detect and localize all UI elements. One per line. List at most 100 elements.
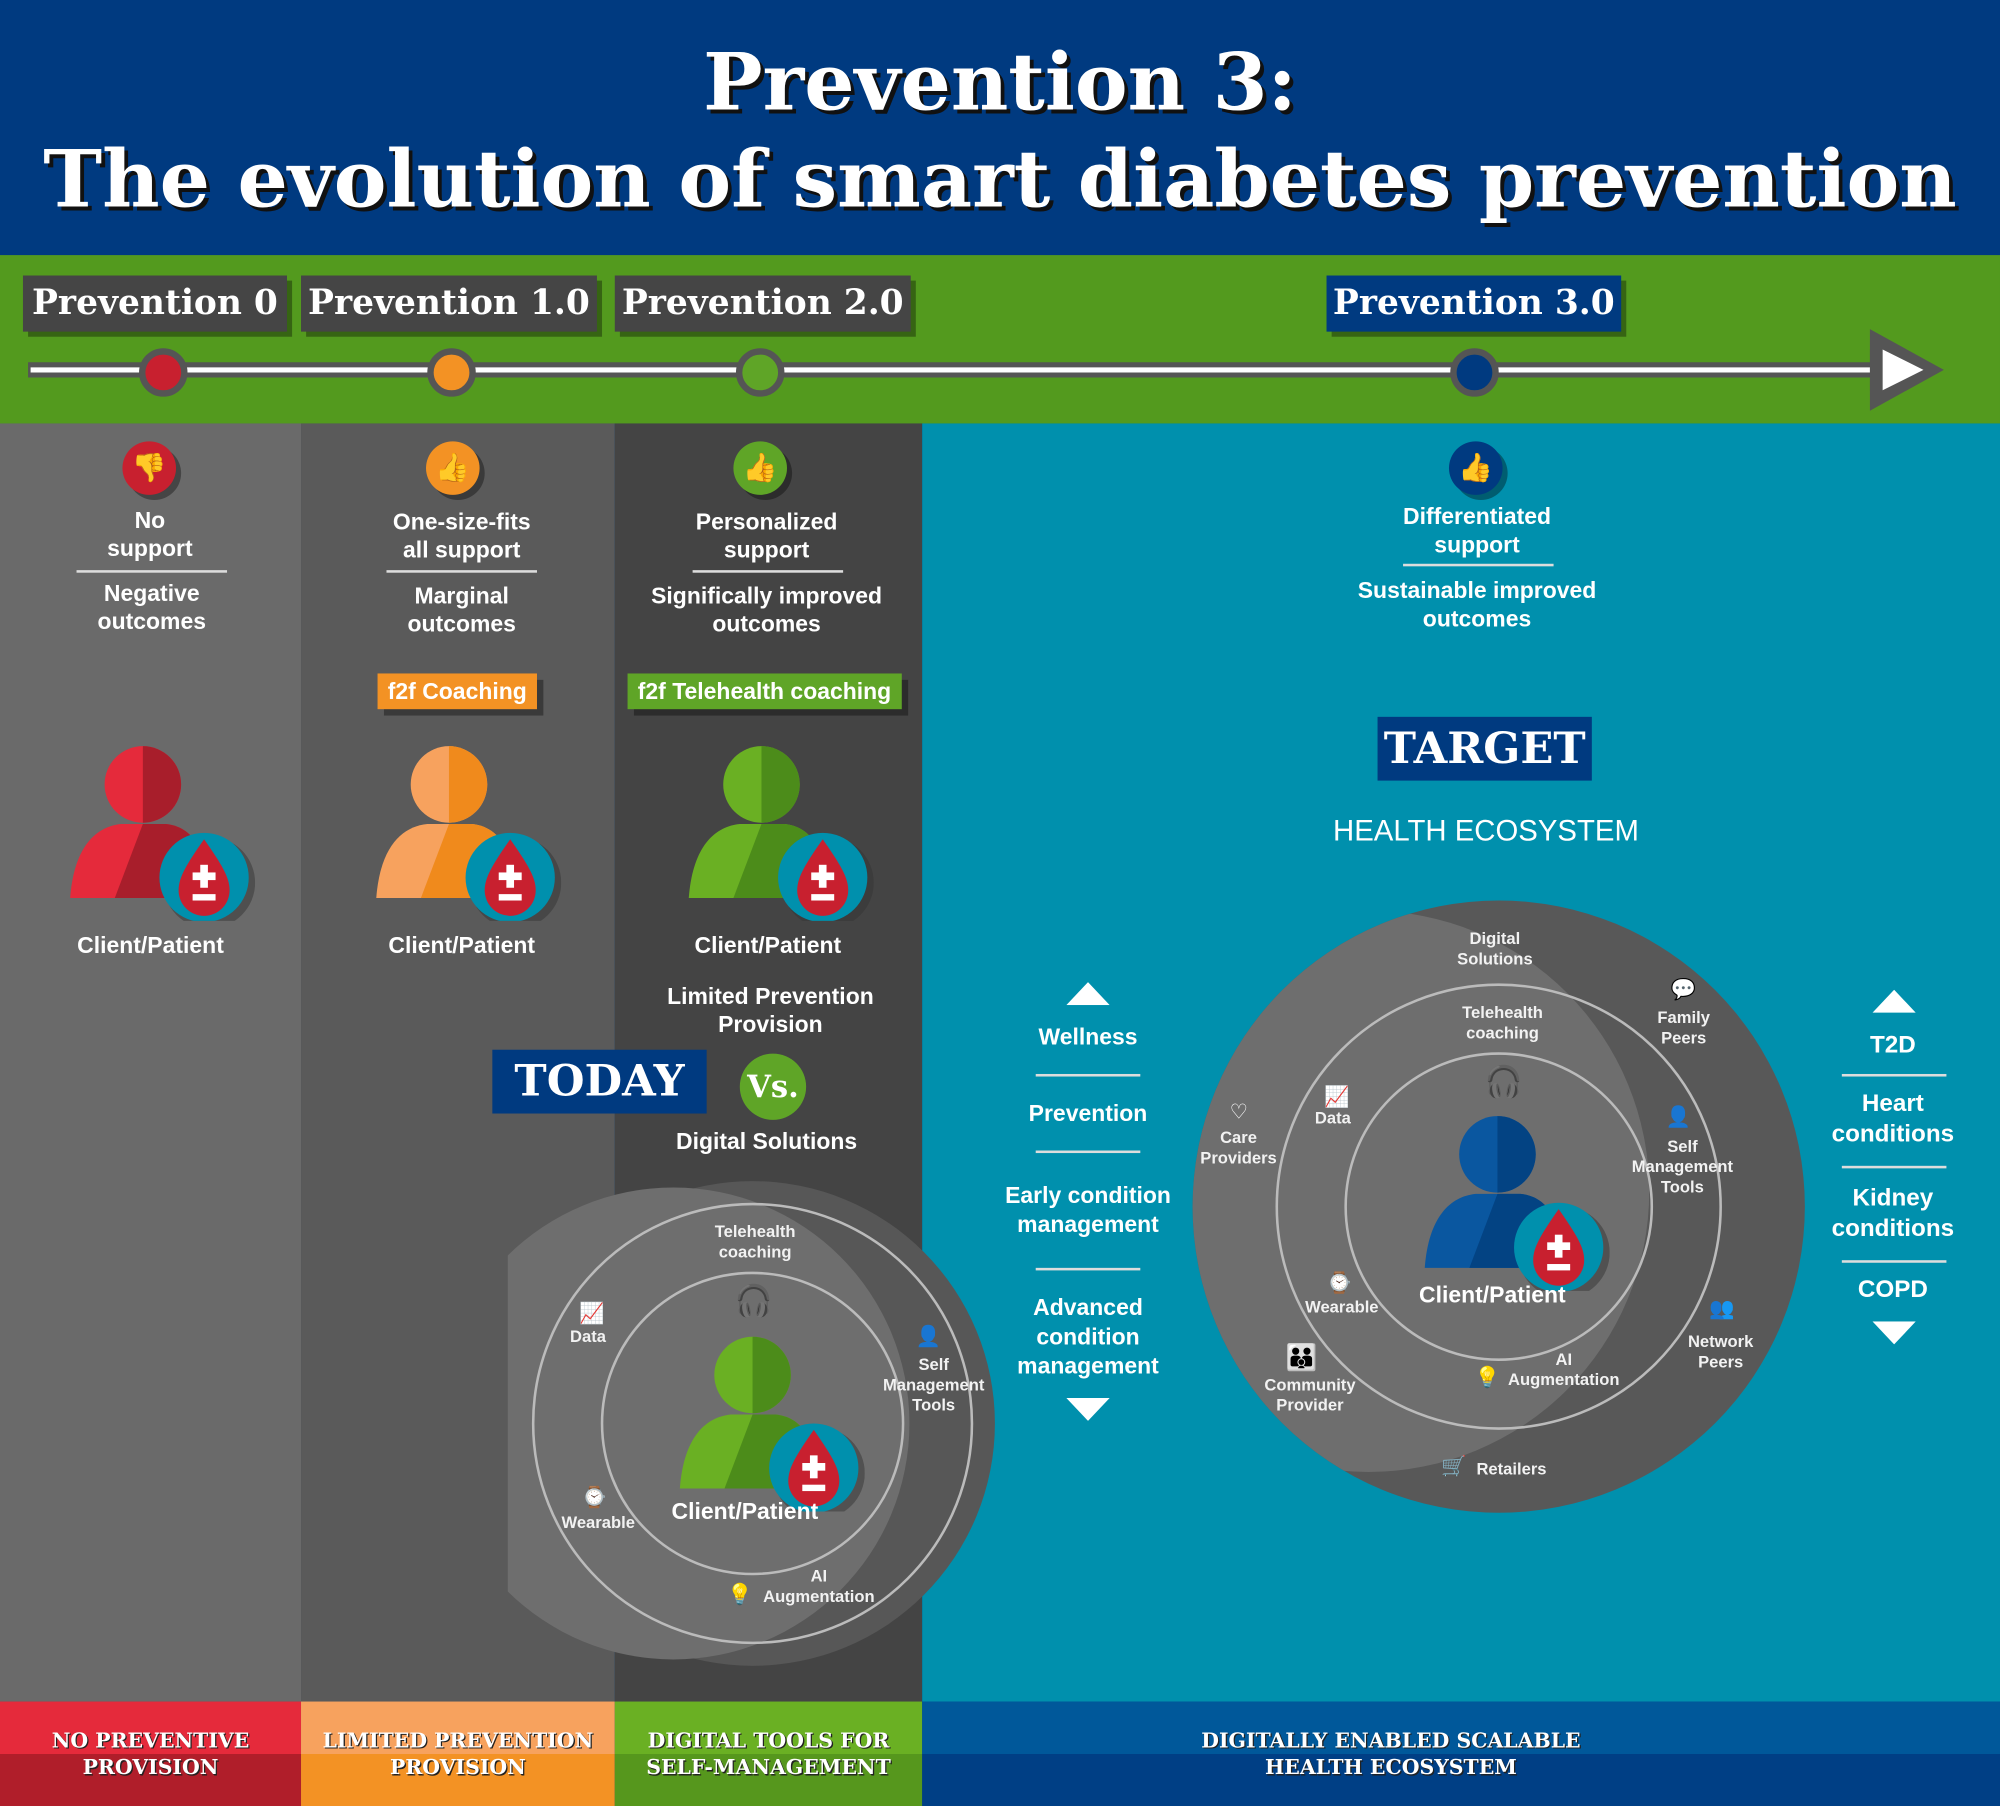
continuum-item: Advanced condition management <box>1017 1294 1159 1379</box>
outcome-2: Significally improved outcomes <box>651 582 883 637</box>
arrow-up-icon <box>1872 989 1916 1013</box>
thumbs-down-icon: 👎 <box>122 441 177 495</box>
wearable-icon: ⌚ <box>581 1487 608 1509</box>
divider <box>1035 1267 1141 1271</box>
continuum-item: Wellness <box>1038 1024 1138 1050</box>
bottom-label-3: DIGITALLY ENABLED SCALABLE HEALTH ECOSYS… <box>922 1701 2000 1806</box>
target-digital: Digital Solutions <box>1457 928 1533 969</box>
timeline-dot-2 <box>735 348 785 397</box>
lightbulb-icon: 💡 <box>727 1584 753 1606</box>
data-chart-icon: 📈 <box>1323 1086 1350 1109</box>
support-2: Personalized support <box>695 508 838 563</box>
thumbs-up-icon: 👍 <box>426 441 480 495</box>
target-data: Data <box>1314 1108 1351 1128</box>
person-icon-today <box>673 1333 865 1520</box>
column-prevention-0 <box>0 423 302 1702</box>
person-label-0: Client/Patient <box>77 932 224 958</box>
timeline-arrow <box>28 329 1944 411</box>
target-ai: AI Augmentation <box>1508 1349 1620 1390</box>
timeline-dot-3 <box>1450 348 1499 397</box>
target-center-label: Client/Patient <box>1418 1281 1566 1308</box>
condition-item: COPD <box>1857 1276 1928 1304</box>
title-line-2: The evolution of smart diabetes preventi… <box>43 132 1957 226</box>
continuum-item: Prevention <box>1028 1100 1148 1127</box>
divider <box>386 570 537 573</box>
condition-item: Heart conditions <box>1831 1090 1955 1148</box>
person-icon-2 <box>682 742 874 929</box>
today-label: TODAY <box>492 1049 707 1114</box>
outcome-3: Sustainable improved outcomes <box>1357 577 1597 632</box>
divider <box>1841 1260 1947 1263</box>
target-wearable: Wearable <box>1305 1297 1379 1317</box>
arrow-down-icon <box>1872 1321 1916 1345</box>
bottom-label-2: DIGITAL TOOLS FOR SELF-MANAGEMENT <box>614 1701 923 1806</box>
thumbs-up-icon: 👍 <box>733 441 787 495</box>
arrow-down-icon <box>1066 1397 1110 1421</box>
lightbulb-icon: 💡 <box>1474 1367 1500 1390</box>
support-0: No support <box>107 507 193 562</box>
target-retailers: Retailers <box>1476 1459 1547 1479</box>
support-1: One-size-fits all support <box>392 508 531 563</box>
target-family: Family Peers <box>1657 1007 1710 1048</box>
today-telehealth: Telehealth coaching <box>714 1221 796 1262</box>
outcome-0: Negative outcomes <box>97 580 207 634</box>
person-icon-1 <box>370 742 562 929</box>
support-3: Differentiated support <box>1403 503 1552 558</box>
headphones-icon: 🎧 <box>1484 1065 1523 1100</box>
divider <box>692 570 844 573</box>
wearable-icon: ⌚ <box>1326 1272 1352 1295</box>
divider <box>1841 1073 1947 1077</box>
divider <box>76 570 228 573</box>
tag-prevention-1: Prevention 1.0 <box>301 275 597 332</box>
bottom-label-0: NO PREVENTIVE PROVISION <box>0 1701 302 1806</box>
divider <box>1403 563 1554 567</box>
today-self-management: Self Management Tools <box>882 1354 985 1415</box>
arrow-up-icon <box>1066 982 1110 1006</box>
target-telehealth: Telehealth coaching <box>1462 1002 1543 1043</box>
network-peers-icon: 👥 <box>1709 1298 1735 1321</box>
health-ecosystem-title: HEALTH ECOSYSTEM <box>1333 813 1639 847</box>
badge-f2f-telehealth: f2f Telehealth coaching <box>627 673 902 710</box>
thumbs-up-icon: 👍 <box>1448 441 1503 495</box>
timeline-dot-0 <box>139 348 188 397</box>
today-ai: AI Augmentation <box>763 1566 875 1606</box>
target-network: Network Peers <box>1687 1331 1754 1372</box>
condition-item: T2D <box>1869 1031 1916 1059</box>
target-label: TARGET <box>1377 716 1592 781</box>
headphones-icon: 🎧 <box>734 1284 773 1319</box>
title-line-1: Prevention 3: <box>703 35 1297 129</box>
today-center-label: Client/Patient <box>671 1498 819 1525</box>
bottom-label-1: LIMITED PREVENTION PROVISION <box>301 1701 615 1806</box>
target-community: Community Provider <box>1264 1374 1356 1415</box>
person-label-1: Client/Patient <box>388 932 536 958</box>
care-providers-icon: ♡ <box>1229 1102 1248 1124</box>
badge-f2f-coaching: f2f Coaching <box>377 673 538 710</box>
community-provider-icon: 👪 <box>1285 1344 1318 1373</box>
tag-prevention-0: Prevention 0 <box>22 275 287 332</box>
tag-prevention-2: Prevention 2.0 <box>614 275 911 332</box>
tag-prevention-3: Prevention 3.0 <box>1326 275 1622 332</box>
today-data: Data <box>570 1326 606 1346</box>
condition-item: Kidney conditions <box>1831 1184 1955 1243</box>
family-peers-icon: 💬 <box>1670 979 1697 1002</box>
timeline-dot-1 <box>427 348 476 397</box>
digital-solutions-label: Digital Solutions <box>676 1128 858 1155</box>
vs-badge: Vs. <box>739 1053 807 1120</box>
target-self-management: Self Management Tools <box>1631 1136 1734 1197</box>
continuum-item: Early condition management <box>1005 1182 1171 1238</box>
person-label-2: Client/Patient <box>694 932 842 958</box>
data-chart-icon: 📈 <box>579 1303 605 1326</box>
target-care: Care Providers <box>1200 1127 1277 1168</box>
shopping-cart-icon: 🛒 <box>1441 1456 1467 1479</box>
person-icon-0 <box>64 742 256 929</box>
header <box>0 0 2000 256</box>
divider <box>1035 1150 1141 1154</box>
outcome-1: Marginal outcomes <box>407 582 516 637</box>
today-wearable: Wearable <box>561 1512 635 1532</box>
self-management-icon: 👤 <box>1665 1107 1692 1129</box>
person-icon-target <box>1418 1112 1610 1299</box>
divider <box>1035 1073 1141 1077</box>
limited-provision-note: Limited Prevention Provision <box>667 983 874 1037</box>
divider <box>1841 1165 1947 1169</box>
